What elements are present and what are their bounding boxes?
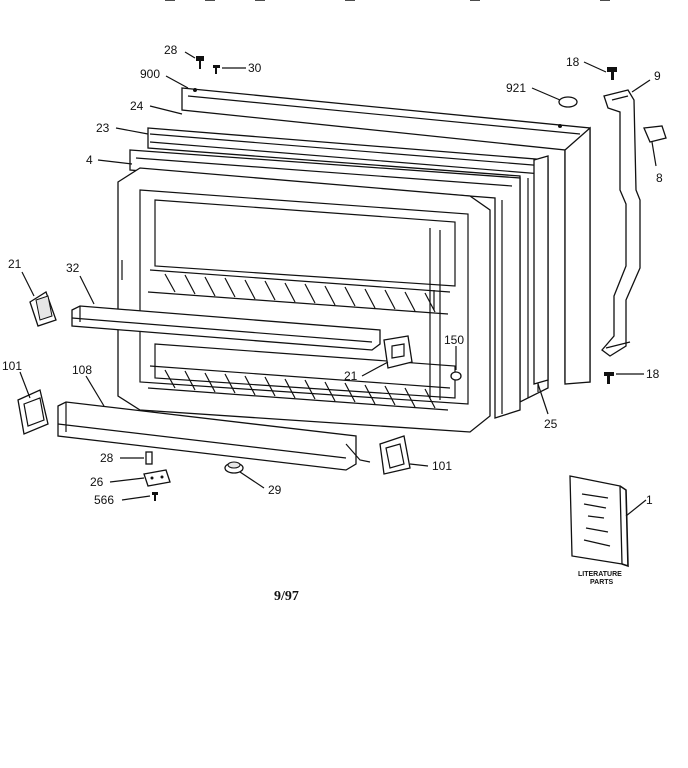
callout-23: 23	[96, 121, 110, 135]
callout-21-mid: 21	[344, 369, 358, 383]
callout-921: 921	[506, 81, 526, 95]
callout-4: 4	[86, 153, 93, 167]
callout-150: 150	[444, 333, 464, 347]
callout-9: 9	[654, 69, 661, 83]
door-shelf-bar-lower	[57, 401, 371, 471]
callout-25: 25	[544, 417, 558, 431]
hinge-plate-26	[143, 469, 171, 487]
screw-28-bottom	[145, 451, 153, 465]
door-seal-strip	[533, 155, 549, 385]
leader-lines	[19, 51, 657, 517]
screw-566	[152, 492, 158, 501]
callout-24: 24	[130, 99, 144, 113]
callout-labels: 28 30 900 24 23 4 921 18 9 8 21 32 150 2…	[2, 43, 663, 507]
callout-1: 1	[646, 493, 653, 507]
callout-8: 8	[656, 171, 663, 185]
door-shelf-bar-upper	[71, 305, 381, 351]
callout-28-bottom: 28	[100, 451, 114, 465]
literature-label-line1: LITERATURE	[578, 571, 622, 578]
plug-921	[558, 96, 578, 108]
screw-30	[213, 65, 220, 74]
handle-end-cap	[643, 125, 667, 143]
callout-108: 108	[72, 363, 92, 377]
callout-26: 26	[90, 475, 104, 489]
callout-101-left: 101	[2, 359, 22, 373]
shelf-bracket-left	[29, 291, 57, 327]
door-handle	[601, 89, 641, 357]
screw-28-top	[196, 56, 204, 69]
literature-booklet	[569, 475, 629, 568]
shelf-end-cap-right	[379, 435, 411, 475]
callout-29: 29	[268, 483, 282, 497]
callout-101-right: 101	[432, 459, 452, 473]
screw-18-bottom	[604, 372, 614, 384]
callout-28-top: 28	[164, 43, 178, 57]
callout-32: 32	[66, 261, 80, 275]
literature-label-line2: PARTS	[590, 579, 614, 586]
screw-150	[450, 371, 462, 381]
breaker-strip-frame	[129, 149, 521, 419]
callout-30: 30	[248, 61, 262, 75]
screw-18-top	[607, 67, 617, 80]
callout-566: 566	[94, 493, 114, 507]
date-code: 9/97	[274, 589, 299, 604]
callout-18-bottom: 18	[646, 367, 660, 381]
door-inner-liner	[117, 167, 491, 433]
callout-21-left: 21	[8, 257, 22, 271]
grommet-29	[224, 461, 244, 474]
callout-900: 900	[140, 67, 160, 81]
shelf-bracket-right	[383, 335, 413, 369]
outer-door-panel	[181, 87, 591, 385]
callout-18-top: 18	[566, 55, 580, 69]
shelf-end-cap-left	[17, 389, 49, 435]
